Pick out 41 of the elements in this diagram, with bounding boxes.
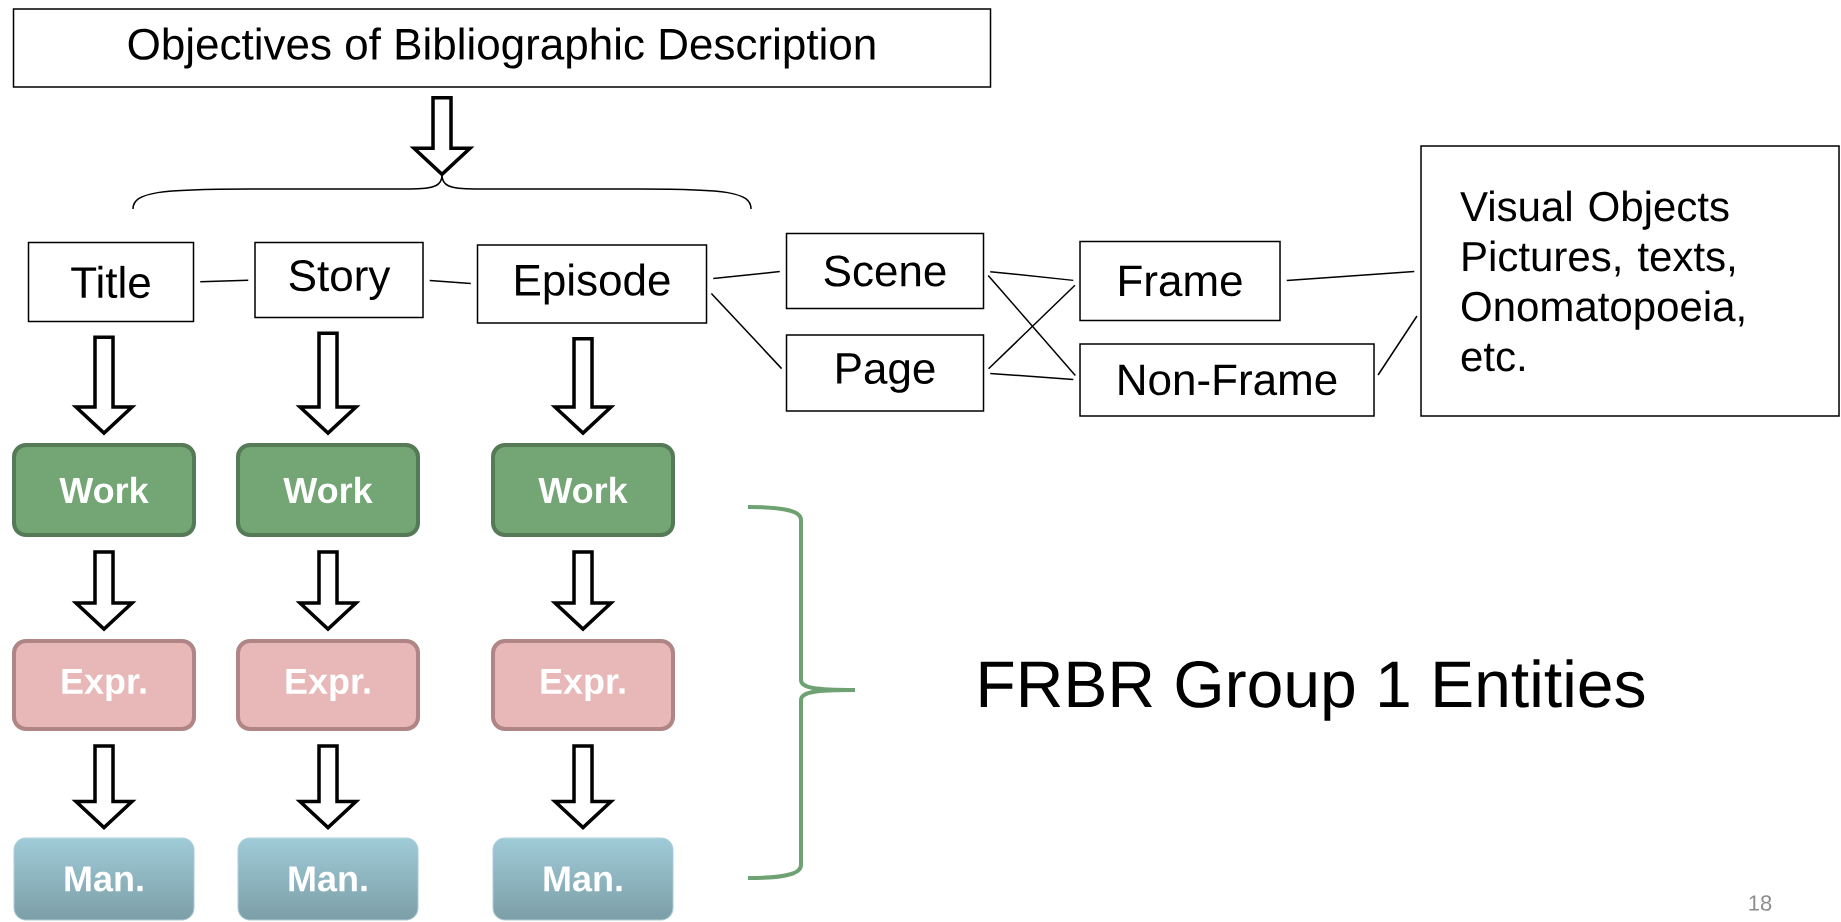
block-arrow: [71, 550, 137, 632]
block-arrow: [71, 335, 137, 436]
connector-line: [989, 270, 1075, 282]
entity-box: Man.: [13, 837, 195, 921]
block-arrow: [71, 744, 137, 830]
text-box: Non-Frame: [1079, 343, 1375, 417]
entity-box: Work: [491, 443, 675, 537]
block-arrow: [550, 550, 616, 632]
block-arrow: [409, 96, 475, 177]
connector-line: [1286, 270, 1416, 282]
entity-box: Man.: [492, 837, 674, 921]
block-arrow: [295, 331, 361, 436]
entity-box: Expr.: [236, 639, 420, 731]
connector-line: [710, 292, 783, 370]
entity-box: Expr.: [491, 639, 675, 731]
text-box: Page: [785, 334, 985, 412]
block-arrow: [295, 550, 361, 632]
entity-box: Work: [236, 443, 420, 537]
text-box: Objectives of Bibliographic Description: [12, 8, 992, 88]
connector-line: [429, 279, 472, 285]
entity-box: Work: [12, 443, 196, 537]
connector-line: [712, 270, 781, 280]
text-box: Visual Objects Pictures, texts, Onomatopoeia, etc.: [1420, 145, 1840, 417]
block-arrow: [550, 744, 616, 830]
connector-line: [987, 284, 1076, 370]
text-box: Frame: [1079, 240, 1281, 322]
connector-line: [987, 274, 1077, 377]
text-box: Title: [27, 241, 195, 323]
text-box: Story: [254, 241, 424, 319]
block-arrow: [550, 337, 616, 436]
entity-box: Expr.: [12, 639, 196, 731]
text-box: Episode: [476, 244, 708, 324]
curly-brace: [132, 174, 752, 210]
text-box: Scene: [785, 232, 985, 310]
connector-line: [1377, 315, 1418, 376]
entity-box: Man.: [237, 837, 419, 921]
heading-text: FRBR Group 1 Entities: [980, 659, 1645, 721]
connector-line: [199, 279, 249, 283]
connector-line: [989, 372, 1075, 381]
page-number: 18: [1749, 895, 1772, 911]
block-arrow: [295, 744, 361, 830]
